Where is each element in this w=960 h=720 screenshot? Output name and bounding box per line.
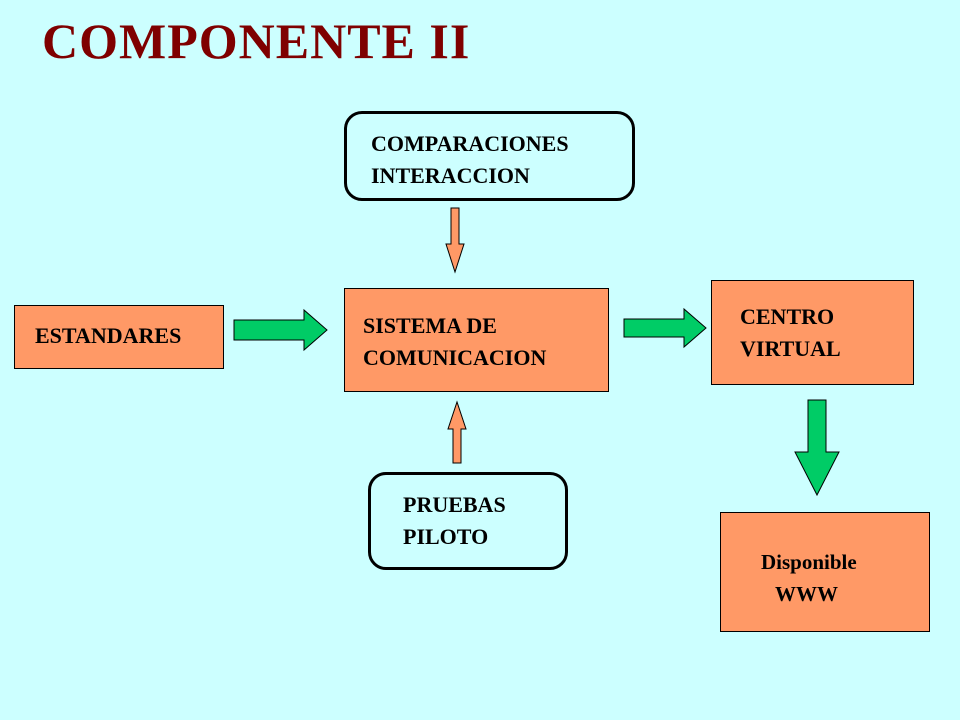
estandares-box: ESTANDARES [14, 305, 224, 369]
disponible-line-2: WWW [775, 582, 838, 606]
arrow-pruebas-to-sistema [447, 400, 467, 464]
sistema-line-1: SISTEMA DE [363, 313, 497, 338]
disponible-box: Disponible WWW [720, 512, 930, 632]
pruebas-box: PRUEBAS PILOTO [368, 472, 568, 570]
comparaciones-line-2: INTERACCION [371, 163, 530, 188]
arrow-centro-to-disponible [794, 399, 840, 497]
comparaciones-box: COMPARACIONES INTERACCION [344, 111, 635, 201]
pruebas-line-2: PILOTO [403, 524, 489, 549]
comparaciones-line-1: COMPARACIONES [371, 131, 569, 156]
arrow-sistema-to-centro [623, 307, 707, 349]
centro-line-1: CENTRO [740, 304, 835, 329]
pruebas-line-1: PRUEBAS [403, 492, 506, 517]
slide-title: COMPONENTE II [42, 13, 471, 69]
centro-line-2: VIRTUAL [740, 336, 841, 361]
sistema-box: SISTEMA DE COMUNICACION [344, 288, 609, 392]
arrow-comparaciones-to-sistema [445, 207, 465, 274]
centro-box: CENTRO VIRTUAL [711, 280, 914, 385]
disponible-line-1: Disponible [761, 550, 857, 574]
sistema-line-2: COMUNICACION [363, 345, 547, 370]
arrow-estandares-to-sistema [233, 308, 328, 352]
estandares-label: ESTANDARES [35, 323, 182, 348]
